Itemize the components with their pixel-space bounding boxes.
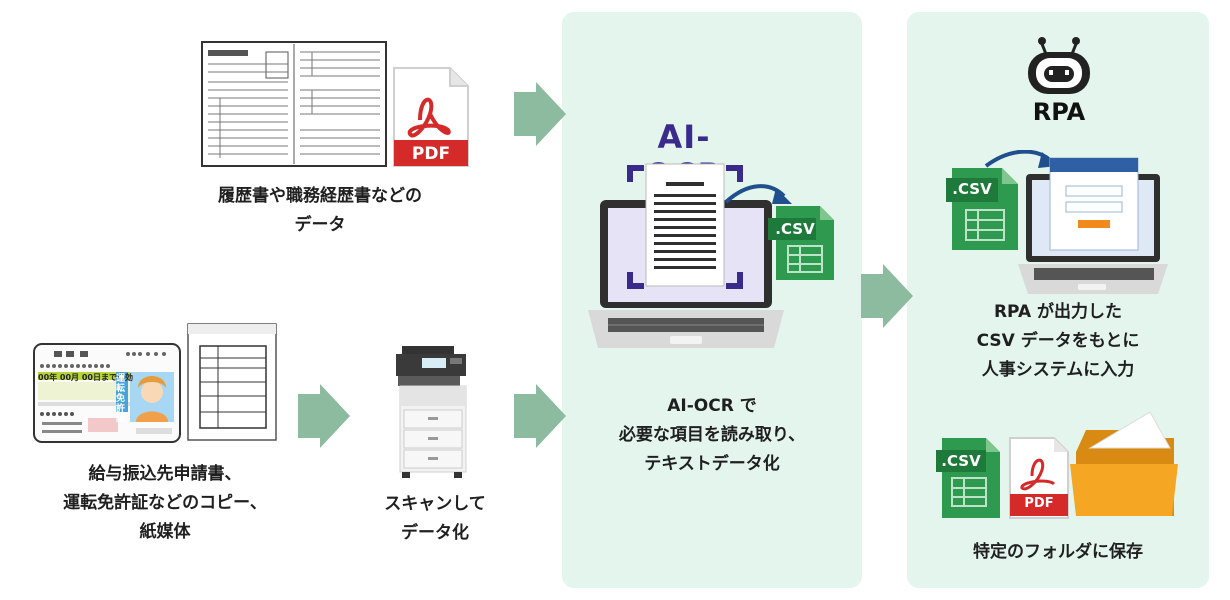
resume-caption: 履歴書や職務経歴書などの データ <box>218 186 422 235</box>
drivers-license-card-image <box>33 343 181 443</box>
pdf-badge-label: PDF <box>411 144 451 164</box>
ocr-csv-label: .CSV <box>775 220 815 238</box>
ai-ocr-laptop-image <box>588 163 834 348</box>
resume-document-image <box>201 41 387 167</box>
arrow-paper-to-scan <box>298 384 350 448</box>
save-caption: 特定のフォルダに保存 <box>973 542 1143 562</box>
paper-caption: 給与振込先申請書、 運転免許証などのコピー、 紙媒体 <box>63 464 267 542</box>
ai-ocr-caption: AI-OCR で 必要な項目を読み取り、 テキストデータ化 <box>618 396 806 474</box>
arrow-scan-to-ocr <box>514 384 566 448</box>
paper-form-image <box>187 323 277 441</box>
save-pdf-label: PDF <box>1024 496 1054 511</box>
arrow-ocr-to-rpa <box>861 264 913 328</box>
arrow-resume-to-ocr <box>514 82 566 146</box>
save-files-image <box>936 411 1178 519</box>
rpa-laptop-image <box>946 150 1168 294</box>
rpa-input-caption: RPA が出力した CSV データをもとに 人事システムに入力 <box>976 302 1140 380</box>
robot-icon <box>1028 37 1090 94</box>
license-valid-date: 00年 00月 00日まで有効 <box>38 373 133 382</box>
scanner-printer-image <box>396 346 467 478</box>
license-vertical-label: 運転免許証 <box>116 374 126 424</box>
rpa-csv-label: .CSV <box>952 180 992 198</box>
pdf-file-icon <box>393 67 469 167</box>
scan-caption: スキャンして データ化 <box>384 494 486 543</box>
rpa-title: RPA <box>1032 98 1086 126</box>
save-csv-label: .CSV <box>941 452 981 470</box>
